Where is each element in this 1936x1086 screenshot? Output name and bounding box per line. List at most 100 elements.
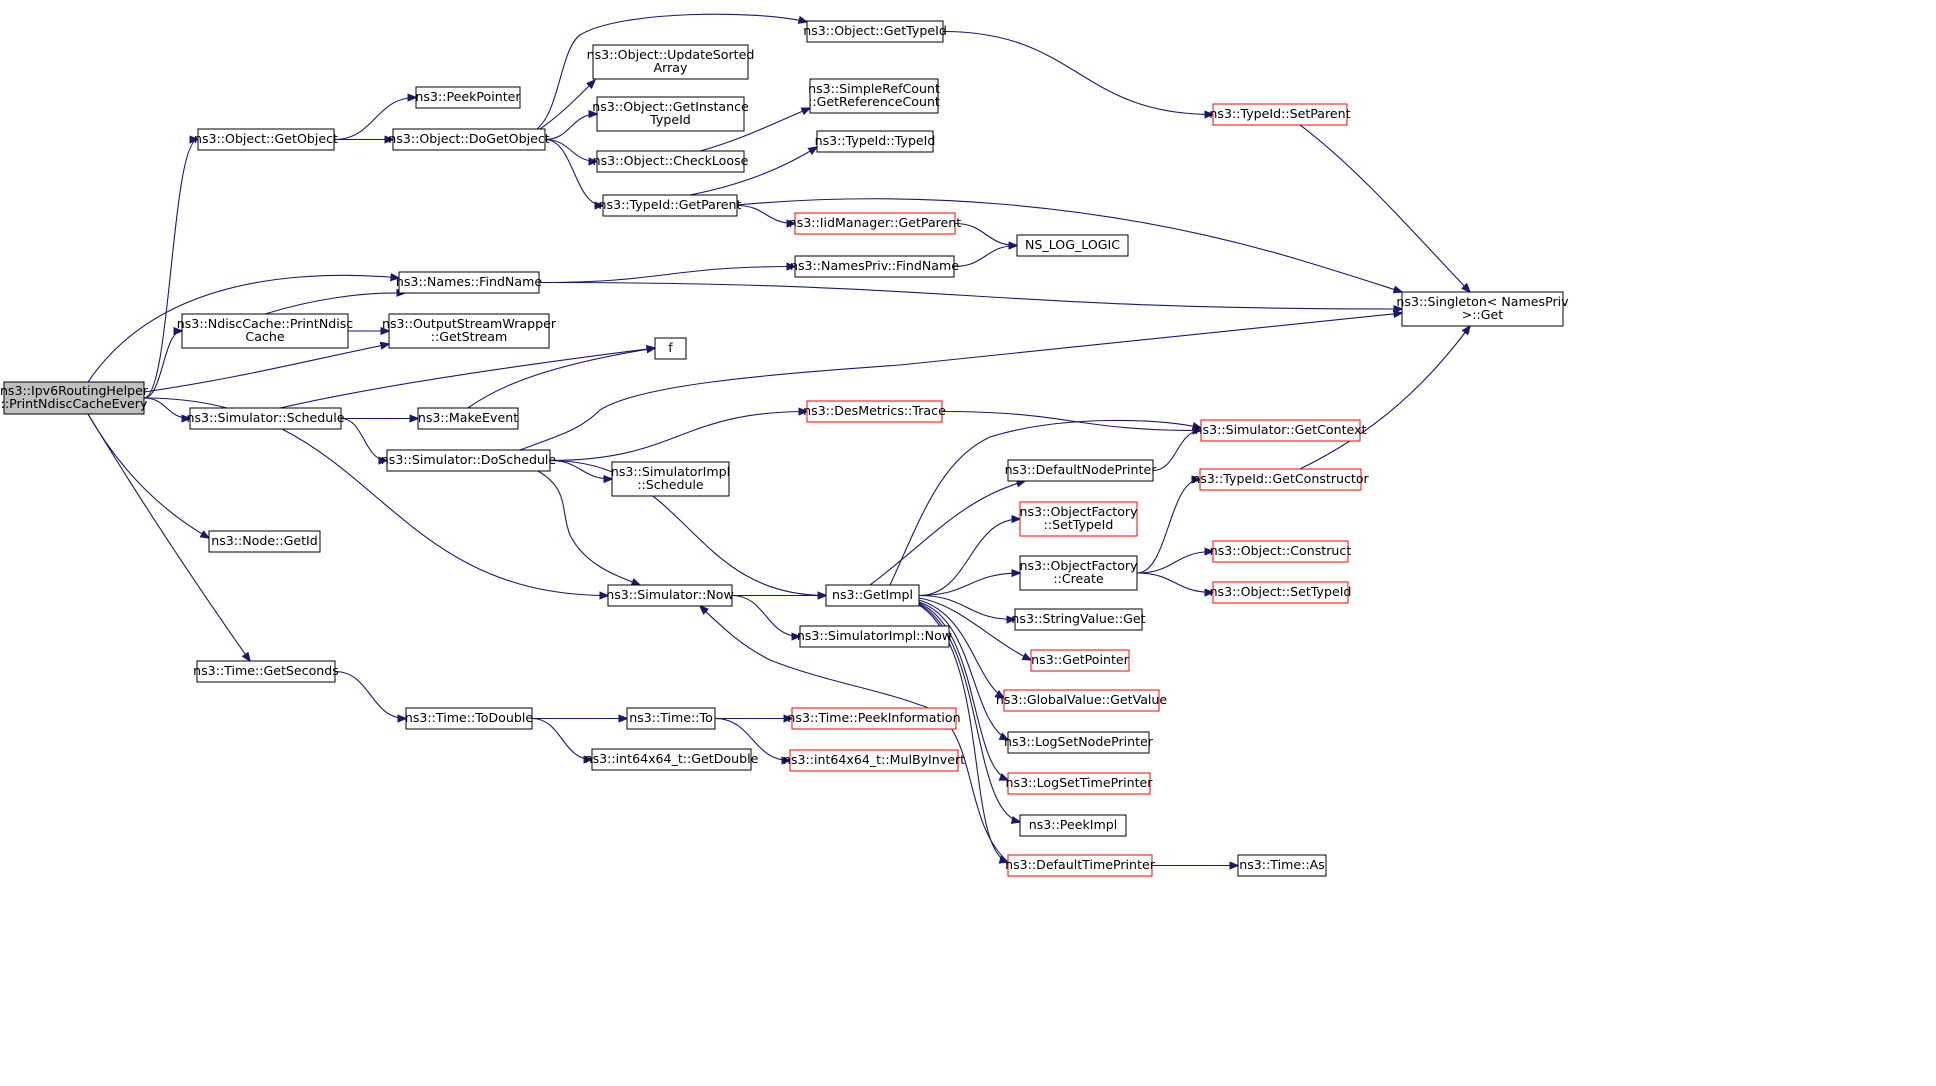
node-box[interactable] [794,212,956,235]
node-box[interactable] [611,461,730,497]
node-box[interactable] [825,584,920,607]
node-box[interactable] [626,707,716,730]
node-outputstream[interactable]: ns3::OutputStreamWrapper::GetStream [382,313,557,349]
node-f[interactable]: f [654,337,687,360]
node-box[interactable] [1007,459,1154,482]
node-typeidgetparent[interactable]: ns3::TypeId::GetParent [599,194,742,217]
node-box[interactable] [809,78,939,114]
node-box[interactable] [1019,814,1127,837]
node-box[interactable] [596,150,745,173]
node-ofsettypeid[interactable]: ns3::ObjectFactory::SetTypeId [1019,501,1138,537]
node-peekinformation[interactable]: ns3::Time::PeekInformation [787,707,961,730]
node-getimpl[interactable]: ns3::GetImpl [825,584,920,607]
node-ndisccache[interactable]: ns3::NdiscCache::PrintNdiscCache [177,313,354,349]
node-gettypeid[interactable]: ns3::Object::GetTypeId [803,20,947,43]
node-box[interactable] [398,271,540,294]
node-box[interactable] [1007,772,1151,795]
node-namesfindname[interactable]: ns3::Names::FindName [396,271,542,294]
node-box[interactable] [415,86,521,109]
node-desmetrics[interactable]: ns3::DesMetrics::Trace [803,400,946,423]
node-box[interactable] [1030,649,1130,672]
node-peekpointer[interactable]: ns3::PeekPointer [415,86,521,109]
node-logsetnodeprinter[interactable]: ns3::LogSetNodePrinter [1004,731,1154,754]
node-box[interactable] [189,407,342,430]
node-simnow[interactable]: ns3::Simulator::Now [606,584,734,607]
node-getobject[interactable]: ns3::Object::GetObject [194,128,338,151]
node-box[interactable] [1401,291,1564,327]
node-box[interactable] [388,313,550,349]
node-box[interactable] [197,128,335,151]
node-getpointer[interactable]: ns3::GetPointer [1030,649,1130,672]
node-simschedule[interactable]: ns3::Simulator::Schedule [187,407,345,430]
node-box[interactable] [789,749,959,772]
node-box[interactable] [791,707,957,730]
node-box[interactable] [181,313,349,349]
node-stringvalueget[interactable]: ns3::StringValue::Get [1011,608,1146,631]
node-box[interactable] [1212,103,1348,126]
node-defaultnodeprinter[interactable]: ns3::DefaultNodePrinter [1005,459,1158,482]
node-box[interactable] [1007,854,1153,877]
node-singleton[interactable]: ns3::Singleton< NamesPriv>::Get [1396,291,1569,327]
node-box[interactable] [1200,419,1361,442]
node-simimplschedule[interactable]: ns3::SimulatorImpl::Schedule [611,461,730,497]
node-checkloose[interactable]: ns3::Object::CheckLoose [593,150,749,173]
node-box[interactable] [607,584,733,607]
node-box[interactable] [1237,854,1327,877]
node-globalvalue[interactable]: ns3::GlobalValue::GetValue [996,689,1168,712]
node-ofcreate[interactable]: ns3::ObjectFactory::Create [1019,555,1138,591]
node-box[interactable] [794,255,955,278]
node-box[interactable] [1016,234,1129,257]
node-box[interactable] [208,530,321,553]
node-dogetobject[interactable]: ns3::Object::DoGetObject [388,128,550,151]
node-box[interactable] [1199,468,1362,491]
node-namesprivfindname[interactable]: ns3::NamesPriv::FindName [790,255,959,278]
node-simplerefcount[interactable]: ns3::SimpleRefCount::GetReferenceCount [808,78,940,114]
node-box[interactable] [386,449,551,472]
node-timegetseconds[interactable]: ns3::Time::GetSeconds [193,660,339,683]
node-getcontext[interactable]: ns3::Simulator::GetContext [1195,419,1367,442]
node-box[interactable] [592,44,749,80]
node-box[interactable] [3,381,145,415]
node-typeidsetparent[interactable]: ns3::TypeId::SetParent [1209,103,1351,126]
node-box[interactable] [196,660,336,683]
node-box[interactable] [602,194,738,217]
node-box[interactable] [1014,608,1143,631]
node-makeevent[interactable]: ns3::MakeEvent [417,407,519,430]
node-box[interactable] [417,407,519,430]
node-timeto[interactable]: ns3::Time::To [626,707,716,730]
node-box[interactable] [392,128,546,151]
node-defaulttimeprinter[interactable]: ns3::DefaultTimePrinter [1005,854,1156,877]
node-box[interactable] [1212,540,1349,563]
node-box[interactable] [1007,731,1150,754]
node-box[interactable] [799,625,950,648]
node-box[interactable] [1212,581,1349,604]
node-box[interactable] [591,748,752,771]
node-peekimpl[interactable]: ns3::PeekImpl [1019,814,1127,837]
node-doschedule[interactable]: ns3::Simulator::DoSchedule [381,449,557,472]
node-timetodouble[interactable]: ns3::Time::ToDouble [405,707,533,730]
node-box[interactable] [1019,555,1138,591]
node-simimplnow[interactable]: ns3::SimulatorImpl::Now [797,625,952,648]
node-box[interactable] [816,130,934,153]
node-typeidtypeid[interactable]: ns3::TypeId::TypeId [815,130,936,153]
node-box[interactable] [405,707,533,730]
node-root[interactable]: ns3::Ipv6RoutingHelper::PrintNdiscCacheE… [0,381,149,415]
node-box[interactable] [1003,689,1160,712]
node-nodegetid[interactable]: ns3::Node::GetId [208,530,321,553]
node-iidmanager[interactable]: ns3::IidManager::GetParent [789,212,962,235]
node-objsettypeid[interactable]: ns3::Object::SetTypeId [1210,581,1352,604]
node-box[interactable] [596,96,745,132]
node-timeas[interactable]: ns3::Time::As [1237,854,1327,877]
node-box[interactable] [654,337,687,360]
node-getdouble[interactable]: ns3::int64x64_t::GetDouble [585,748,759,771]
node-logsettimeprinter[interactable]: ns3::LogSetTimePrinter [1006,772,1154,795]
node-mulbyinvert[interactable]: ns3::int64x64_t::MulByInvert [783,749,965,772]
node-objconstruct[interactable]: ns3::Object::Construct [1210,540,1352,563]
node-box[interactable] [806,20,944,43]
node-getconstructor[interactable]: ns3::TypeId::GetConstructor [1192,468,1370,491]
node-box[interactable] [806,400,943,423]
node-nslogic[interactable]: NS_LOG_LOGIC [1016,234,1129,257]
node-box[interactable] [1019,501,1138,537]
